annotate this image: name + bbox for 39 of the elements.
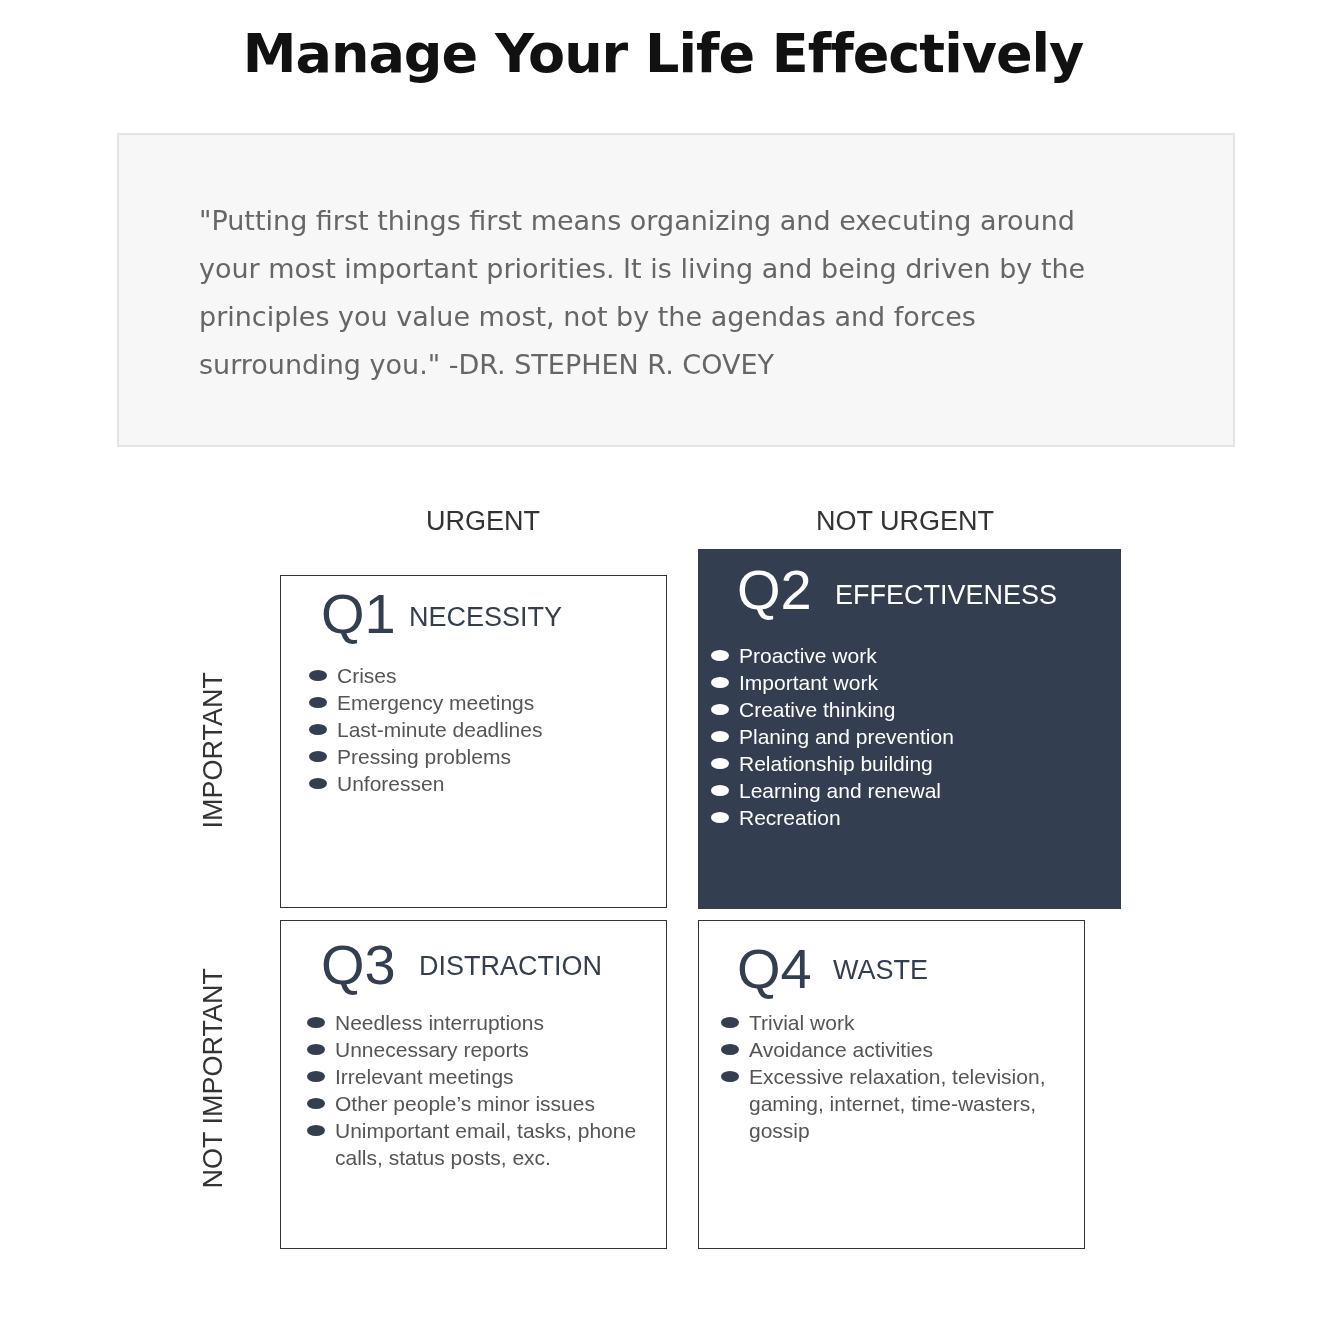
list-item: Crises [337,663,397,689]
column-heading: NOT URGENT [816,506,994,537]
list-item: Other people’s minor issues [335,1091,595,1117]
list-item: Avoidance activities [749,1037,934,1063]
list-item: Learning and renewal [739,778,941,804]
list-item: Needless interruptions [335,1010,544,1036]
list-item: Relationship building [739,751,933,777]
quadrant-box [280,920,667,1249]
quote-panel [117,133,1235,447]
list-item: Recreation [739,805,841,831]
list-item: Pressing problems [337,744,511,770]
quote-text: "Putting first things first means organizing and executing around your most important priorities. It is living and being driven by the principles you value most, not by the agendas and forces surrounding you." -DR. STEPHEN R. COVEY [199,204,1087,382]
quadrant-heading: DISTRACTION [419,951,602,981]
list-item: Irrelevant meetings [335,1064,514,1090]
page-title: Manage Your Life Effectively [241,22,1085,85]
list-item: Unforessen [337,771,445,797]
list-item: Planing and prevention [739,724,954,750]
quadrant-heading: WASTE [833,955,928,985]
quadrant-number: Q2 [737,560,812,620]
quadrant-box [698,549,1121,909]
row-heading: NOT IMPORTANT [198,967,229,1188]
row-heading: IMPORTANT [198,671,229,828]
column-heading: URGENT [426,506,540,537]
list-item: Unnecessary reports [335,1037,529,1063]
list-item: Creative thinking [739,697,896,723]
quadrant-number: Q3 [321,935,396,995]
list-item: Unimportant email, tasks, phone calls, status posts, exc. [335,1118,638,1171]
list-item: Excessive relaxation, television, gaming, internet, time-wasters, gossip [749,1064,1047,1144]
quadrant-heading: NECESSITY [409,602,563,632]
quadrant-box [280,575,667,908]
quadrant-heading: EFFECTIVENESS [835,580,1058,610]
list-item: Emergency meetings [337,690,535,716]
list-item: Trivial work [749,1010,855,1036]
list-item: Last-minute deadlines [337,717,543,743]
list-item: Important work [739,670,878,696]
quadrant-box [698,920,1085,1249]
quadrant-number: Q4 [737,939,812,999]
quadrant-number: Q1 [321,584,396,644]
list-item: Proactive work [739,643,877,669]
